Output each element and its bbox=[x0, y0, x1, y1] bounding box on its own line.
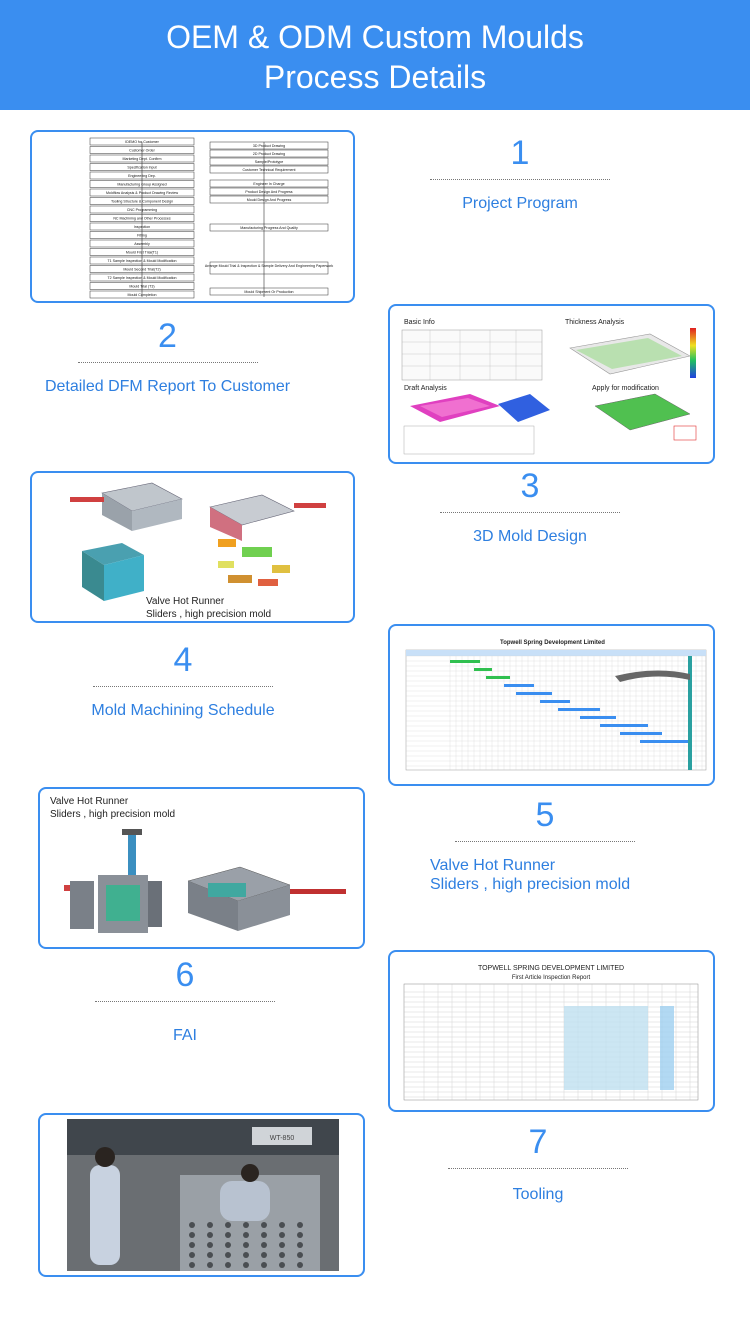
step-label-line2: Sliders , high precision mold bbox=[430, 876, 631, 893]
schedule-bar bbox=[600, 724, 648, 727]
schedule-bar bbox=[558, 708, 600, 711]
flowchart-right-step: Customer Technical Requirement bbox=[242, 168, 295, 172]
step-number: 2 bbox=[158, 317, 177, 355]
hot-runner-caption: Valve Hot Runner Sliders , high precisio… bbox=[50, 795, 175, 821]
fai-report-image: TOPWELL SPRING DEVELOPMENT LIMITED First… bbox=[403, 965, 699, 1101]
dfm-thickness-heading: Thickness Analysis bbox=[565, 319, 625, 326]
dfm-report-image: Basic Info Thickness Analysis Draft Anal… bbox=[401, 319, 697, 455]
machining-schedule-image: Topwell Spring Development Limited bbox=[405, 640, 707, 771]
schedule-bar bbox=[580, 716, 616, 719]
tooling-photo-sign: WT-850 bbox=[270, 1135, 295, 1142]
flowchart-right-step: Product Design And Progress bbox=[245, 190, 292, 194]
flowchart-right-step: Mould Shipment Or Production bbox=[244, 290, 293, 294]
step-label-line1: Valve Hot Runner bbox=[430, 857, 556, 874]
dfm-basic-info-heading: Basic Info bbox=[404, 319, 435, 326]
schedule-bar bbox=[640, 740, 688, 743]
mold-design-frame: Valve Hot Runner Sliders , high precisio… bbox=[30, 471, 355, 623]
step-number: 3 bbox=[520, 467, 540, 505]
runner-caption-line2: Sliders , high precision mold bbox=[50, 809, 176, 820]
schedule-bar bbox=[450, 660, 480, 663]
step-divider bbox=[77, 362, 258, 363]
step-1: 1 Project Program bbox=[430, 133, 610, 213]
schedule-title: Topwell Spring Development Limited bbox=[500, 640, 605, 646]
dfm-draft-heading: Draft Analysis bbox=[404, 385, 447, 392]
step-label: Project Program bbox=[462, 195, 578, 212]
flowchart-right-step: Mould Design And Progress bbox=[247, 198, 292, 202]
page-title-line2: Process Details bbox=[263, 59, 487, 95]
flowchart-right-step: Arrange Mould Trial & Inspection & Sampl… bbox=[205, 264, 333, 268]
schedule-frame: Topwell Spring Development Limited bbox=[388, 624, 715, 786]
step-3: 3 3D Mold Design bbox=[410, 466, 650, 546]
step-label: 3D Mold Design bbox=[473, 528, 587, 545]
fai-result-cells bbox=[660, 1006, 674, 1090]
step-divider bbox=[455, 841, 635, 842]
step-2: 2 Detailed DFM Report To Customer bbox=[30, 316, 305, 396]
runner-caption-line1: Valve Hot Runner bbox=[50, 796, 129, 807]
hot-runner-image bbox=[64, 829, 346, 933]
tooling-photo-frame: WT-850 bbox=[38, 1113, 365, 1277]
mold-design-image bbox=[70, 482, 326, 601]
schedule-bar bbox=[474, 668, 492, 671]
fai-measure-cells bbox=[564, 1006, 648, 1090]
flowchart-right-step: Manufacturing Progress And Quality bbox=[240, 226, 298, 230]
step-divider bbox=[430, 179, 610, 180]
step-number: 1 bbox=[510, 134, 530, 172]
schedule-bar bbox=[504, 684, 534, 687]
step-number: 6 bbox=[175, 956, 195, 994]
step-number: 5 bbox=[535, 796, 555, 834]
tooling-photo: WT-850 bbox=[67, 1119, 339, 1271]
flowchart-right-step: Engineer In Charge bbox=[253, 182, 284, 186]
step-label: Detailed DFM Report To Customer bbox=[44, 378, 291, 395]
flowchart-left-step: Customer Order bbox=[129, 149, 156, 153]
step-label: Valve Hot Runner Sliders , high precisio… bbox=[430, 856, 660, 894]
step-number: 7 bbox=[528, 1123, 548, 1161]
mold-caption-line2: Sliders , high precision mold bbox=[146, 609, 272, 620]
fai-report-frame: TOPWELL SPRING DEVELOPMENT LIMITED First… bbox=[388, 950, 715, 1112]
step-divider bbox=[440, 512, 620, 513]
flowchart-right-step: 2D Product Drawing bbox=[253, 152, 285, 156]
mold-caption-line1: Valve Hot Runner bbox=[146, 596, 225, 607]
hot-runner-frame: Valve Hot Runner Sliders , high precisio… bbox=[38, 787, 365, 949]
mold-design-caption: Valve Hot Runner Sliders , high precisio… bbox=[146, 595, 271, 621]
step-5: 5 Valve Hot Runner Sliders , high precis… bbox=[430, 795, 660, 894]
step-label: Mold Machining Schedule bbox=[91, 702, 275, 719]
page-title-line1: OEM & ODM Custom Moulds bbox=[166, 19, 584, 55]
schedule-bar bbox=[516, 692, 552, 695]
step-7: 7 Tooling bbox=[448, 1122, 628, 1204]
step-divider bbox=[448, 1168, 628, 1169]
page-header: OEM & ODM Custom Moulds Process Details bbox=[0, 0, 750, 110]
step-number: 4 bbox=[173, 641, 193, 679]
fai-report-title: First Article Inspection Report bbox=[512, 975, 591, 981]
flowchart-left-step: IDEMO for Customer bbox=[125, 140, 159, 144]
flowchart-right-step: 3D Product Drawing bbox=[253, 144, 285, 148]
step-label: Tooling bbox=[512, 1186, 564, 1203]
step-label: FAI bbox=[172, 1027, 197, 1044]
step-6: 6 FAI bbox=[95, 955, 275, 1045]
dfm-apply-heading: Apply for modification bbox=[592, 385, 659, 392]
schedule-bar bbox=[620, 732, 662, 735]
step-4: 4 Mold Machining Schedule bbox=[48, 640, 318, 720]
schedule-bar bbox=[540, 700, 570, 703]
schedule-bar bbox=[486, 676, 510, 679]
step-divider bbox=[93, 686, 273, 687]
dfm-report-frame: Basic Info Thickness Analysis Draft Anal… bbox=[388, 304, 715, 464]
fai-company: TOPWELL SPRING DEVELOPMENT LIMITED bbox=[478, 965, 624, 972]
flowchart-right-step: Sample/Prototype bbox=[255, 160, 284, 164]
step-divider bbox=[95, 1001, 275, 1002]
